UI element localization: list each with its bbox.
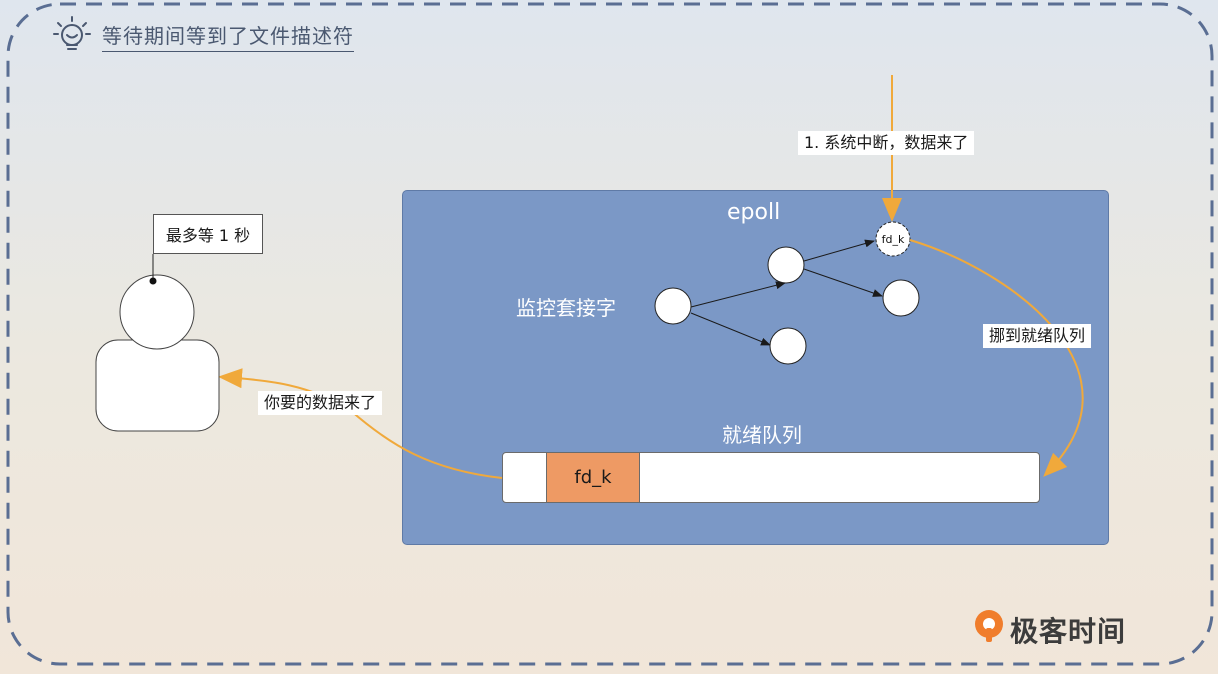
socket-node [882, 279, 920, 317]
tree-edge [803, 268, 883, 297]
brand-logo: 极客时间 [972, 608, 1126, 651]
user-head [119, 274, 195, 350]
socket-node [767, 246, 805, 284]
geektime-logo-icon [972, 608, 1006, 651]
move-to-ready-arrow [909, 239, 1084, 477]
move-to-ready-label: 挪到就绪队列 [983, 324, 1092, 348]
ready-queue: fd_k [502, 452, 1040, 503]
user-body [95, 339, 220, 432]
lightbulb-icon [52, 14, 92, 58]
wait-note: 最多等 1 秒 [153, 214, 263, 254]
page-title: 等待期间等到了文件描述符 [102, 20, 354, 52]
fd-k-node-label: fd_k [882, 233, 905, 246]
tree-edge [690, 312, 771, 346]
socket-node [769, 327, 807, 365]
fd-k-node [875, 221, 911, 257]
epoll-title: epoll [727, 200, 781, 225]
ready-queue-label: 就绪队列 [722, 423, 802, 447]
data-arrived-label: 你要的数据来了 [258, 391, 383, 415]
socket-node [654, 287, 692, 325]
brand-name: 极客时间 [1010, 614, 1127, 648]
ready-queue-item: fd_k [546, 453, 640, 502]
interrupt-label: 1. 系统中断，数据来了 [798, 131, 975, 155]
tree-edge [690, 281, 786, 308]
note-connector-dot [149, 277, 157, 285]
monitor-sockets-label: 监控套接字 [516, 296, 616, 320]
header: 等待期间等到了文件描述符 [52, 14, 354, 58]
tree-edge [803, 239, 875, 262]
